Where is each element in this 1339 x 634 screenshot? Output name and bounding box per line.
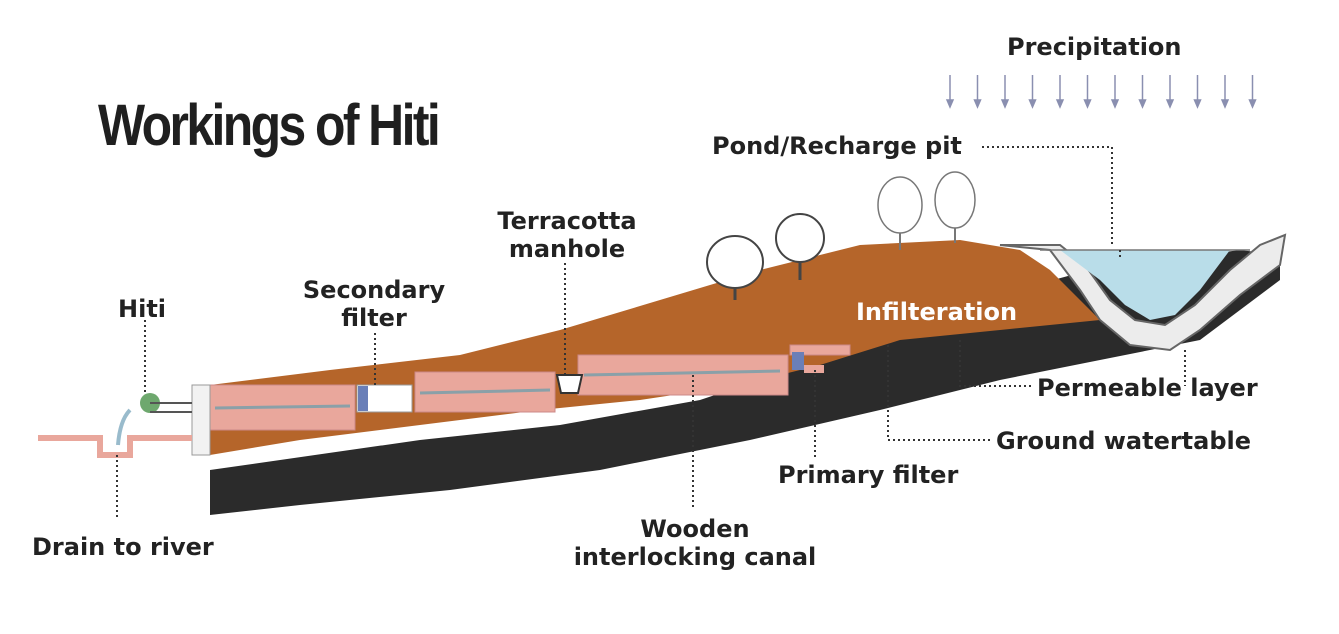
pond-label: Pond/Recharge pit	[712, 132, 962, 160]
rain-arrow-head	[945, 99, 955, 109]
hiti-wall	[191, 384, 211, 456]
rain-arrow-head	[1193, 99, 1202, 109]
precipitation-arrows	[945, 75, 1257, 109]
rain-arrow-head	[1220, 99, 1230, 109]
rain-arrow-head	[1000, 99, 1010, 109]
terracotta-label-line1: Terracotta	[497, 207, 637, 235]
terracotta-manhole-label: Terracotta manhole	[492, 207, 642, 263]
rain-arrow-head	[1110, 99, 1120, 109]
rain-arrow-head	[1248, 99, 1257, 109]
page-title: Workings of Hiti	[98, 93, 441, 158]
hiti-spout	[116, 408, 132, 446]
secondary-label-line2: filter	[341, 304, 407, 332]
wooden-label-line1: Wooden	[640, 515, 750, 543]
rain-arrow-head	[1138, 99, 1147, 109]
pond-rock-lining	[999, 233, 1287, 352]
drain-channel	[38, 435, 192, 458]
secondary-label-line1: Secondary	[302, 276, 446, 304]
hiti-label: Hiti	[118, 295, 167, 323]
rain-arrow-head	[1055, 99, 1065, 109]
primary-filter	[792, 352, 804, 370]
wooden-label-line2: interlocking canal	[573, 543, 817, 571]
groundwater-label: Ground watertable	[996, 427, 1252, 455]
drain-label: Drain to river	[32, 533, 214, 561]
leader-lines	[116, 146, 1186, 520]
terracotta-label-line2: manhole	[508, 235, 626, 263]
terracotta-manhole	[555, 374, 584, 394]
infiltration-label: Infilteration	[856, 298, 1018, 326]
pond-water	[1060, 250, 1230, 320]
secondary-filter-label: Secondary filter	[298, 276, 450, 332]
rain-arrow-head	[1083, 99, 1092, 109]
primary-filter-label: Primary filter	[778, 461, 959, 489]
rain-arrow-head	[1028, 99, 1037, 109]
rain-arrow-head	[973, 99, 982, 109]
permeable-layer-label: Permeable layer	[1037, 374, 1258, 402]
wooden-canal-label: Wooden interlocking canal	[560, 515, 830, 571]
precipitation-label: Precipitation	[1007, 33, 1182, 61]
tree-icons	[706, 171, 976, 300]
rain-arrow-head	[1165, 99, 1175, 109]
